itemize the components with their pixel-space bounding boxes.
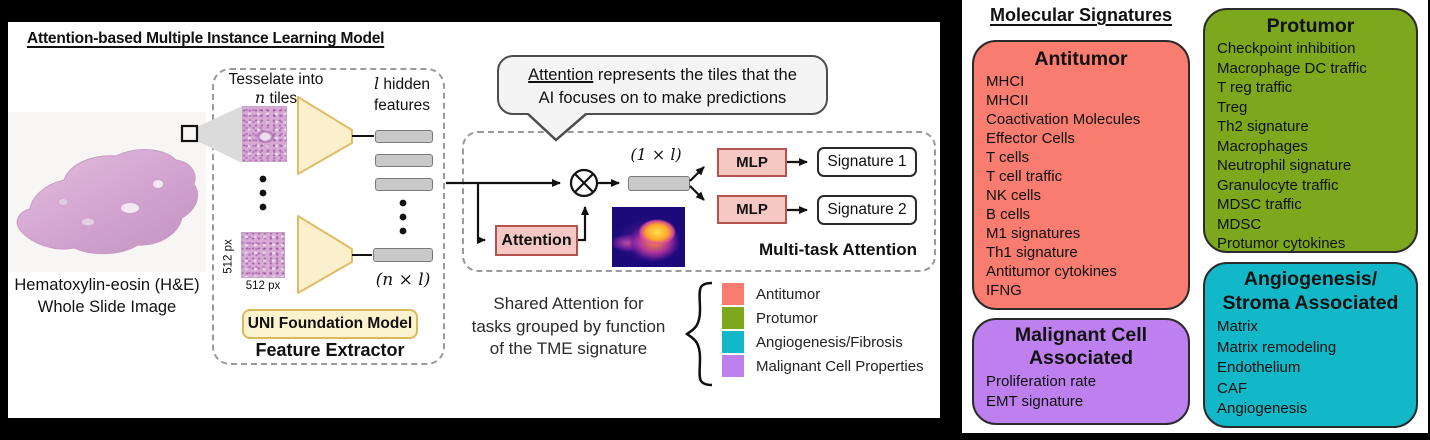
signature-item: CAF: [1217, 379, 1247, 397]
shared-attention-note: Shared Attention for tasks grouped by fu…: [471, 294, 666, 358]
n-by-l-label: (n × l): [375, 270, 431, 290]
panel-title: Antitumor: [1034, 48, 1128, 70]
legend-row: Malignant Cell Properties: [722, 355, 924, 377]
signature-item: M1 signatures: [986, 225, 1081, 242]
legend-label: Antitumor: [756, 285, 821, 303]
signature-item: NK cells: [986, 187, 1042, 204]
multitask-attention-box: [462, 131, 936, 272]
signature-panel-antitumor: Antitumor MHCI MHCII Coactivation Molecule…: [972, 40, 1190, 310]
signature-item: Matrix remodeling: [1217, 338, 1337, 356]
signature-item: Coactivation Molecules: [986, 111, 1141, 128]
signature-item: Macrophage DC traffic: [1217, 59, 1367, 77]
legend-color-swatch: [722, 355, 744, 377]
tesselate-label: Tesselate into n tiles: [228, 71, 324, 107]
legend-row: Angiogenesis/Fibrosis: [722, 331, 924, 353]
tme-legend: Antitumor Protumor Angiogenesis/Fibrosis…: [722, 283, 924, 379]
bubble-attention-word: Attention: [528, 66, 594, 84]
attended-feature-bar: [628, 176, 690, 191]
signature-item: T cells: [986, 149, 1030, 166]
molecular-signatures-title: Molecular Signatures: [989, 5, 1173, 25]
signature-item: Antitumor cytokines: [986, 263, 1117, 280]
mlp2-box: MLP: [717, 195, 787, 224]
attention-heatmap-image: [612, 207, 685, 267]
hidden-feature-bar: [375, 130, 433, 143]
uni-foundation-model-box: UNI Foundation Model: [242, 309, 418, 339]
legend-label: Protumor: [756, 309, 818, 327]
math-l: l: [374, 74, 380, 93]
attention-speech-bubble: Attention represents the tiles that the …: [497, 55, 828, 115]
hidden-features-label: l hidden features: [373, 74, 430, 114]
wsi-caption: Hematoxylin-eosin (H&E) Whole Slide Imag…: [8, 274, 206, 318]
signature-item: Matrix: [1217, 318, 1258, 335]
aggregated-feature-bar: [373, 248, 433, 262]
signature-item: Checkpoint inhibition: [1217, 40, 1356, 57]
signature-item: Proliferation rate: [986, 373, 1097, 390]
wsi-caption-line2: Whole Slide Image: [37, 298, 177, 316]
signature-item: Th2 signature: [1217, 118, 1309, 135]
signature-item: MDSC: [1217, 215, 1262, 233]
signature-item: MHCI: [986, 73, 1025, 90]
signature2-box: Signature 2: [817, 195, 917, 225]
tile-image-bottom: [241, 232, 285, 278]
wsi-image: [8, 112, 206, 272]
signature-item: MDSC traffic: [1217, 196, 1302, 213]
legend-color-swatch: [722, 331, 744, 353]
signature-item: Protumor cytokines: [1217, 235, 1346, 252]
signature-item: T reg traffic: [1217, 79, 1293, 96]
tile-image-top: [242, 106, 287, 162]
signature-item: B cells: [986, 206, 1031, 223]
model-title: Attention-based Multiple Instance Learni…: [27, 30, 385, 47]
tile-size-side-label: 512 px: [222, 239, 235, 274]
tissue-shape: [16, 149, 198, 255]
signature-item: EMT signature: [986, 393, 1084, 410]
signature-item: T cell traffic: [986, 168, 1063, 185]
signature-item: Macrophages: [1217, 137, 1308, 155]
signature-item: Th1 signature: [986, 244, 1078, 261]
legend-row: Antitumor: [722, 283, 924, 305]
hidden-feature-bar: [375, 154, 433, 167]
signature-item: Angiogenesis: [1217, 400, 1308, 417]
multitask-caption: Multi-task Attention: [758, 240, 917, 259]
signature1-box: Signature 1: [817, 147, 917, 177]
legend-row: Protumor: [722, 307, 924, 329]
signature-item: Neutrophil signature: [1217, 157, 1352, 174]
mlp1-box: MLP: [717, 148, 787, 177]
legend-color-swatch: [722, 307, 744, 329]
hidden-feature-bar: [375, 178, 433, 191]
feature-extractor-caption: Feature Extractor: [255, 340, 405, 360]
legend-label: Angiogenesis/Fibrosis: [756, 333, 903, 351]
legend-label: Malignant Cell Properties: [756, 357, 924, 375]
panel-title: Angiogenesis/Stroma Associated: [1222, 268, 1399, 314]
signature-item: Endothelium: [1217, 359, 1301, 376]
signature-item: Granulocyte traffic: [1217, 176, 1339, 194]
feature-extractor-box: [212, 68, 445, 365]
signature-item: IFNG: [986, 282, 1022, 299]
legend-color-swatch: [722, 283, 744, 305]
panel-title: Protumor: [1266, 15, 1355, 37]
attention-module-box: Attention: [495, 225, 578, 256]
wsi-caption-line1: Hematoxylin-eosin (H&E): [14, 276, 200, 294]
signature-item: Effector Cells: [986, 130, 1075, 147]
signature-item: MHCII: [986, 92, 1029, 109]
tile-size-bottom-label: 512 px: [245, 280, 281, 292]
one-by-l-label: (1 × l): [630, 145, 682, 164]
math-n: n: [254, 88, 266, 107]
signature-item: Treg: [1217, 98, 1248, 116]
